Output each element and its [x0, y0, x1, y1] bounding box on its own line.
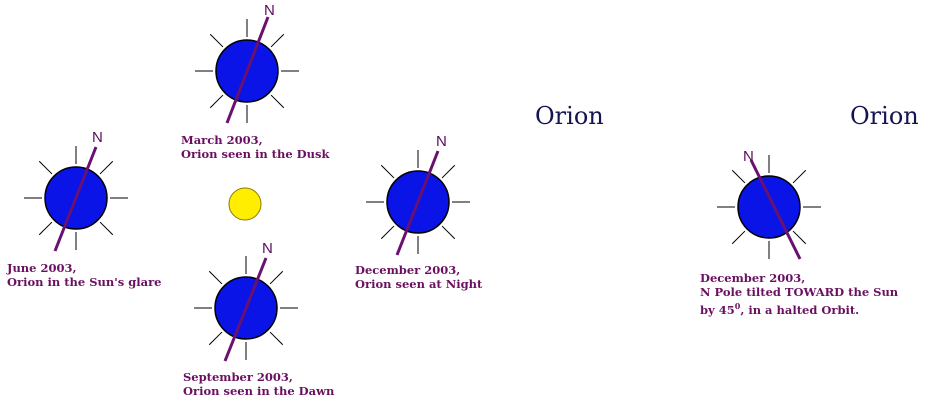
north-pole-label-december: N: [436, 133, 447, 150]
caption-september: September 2003, Orion seen in the Dawn: [183, 370, 334, 398]
sun-ray-december-halted: [731, 169, 746, 184]
sun-ray-september: [269, 331, 284, 346]
caption-march-line-2: Orion seen in the Dusk: [181, 147, 330, 161]
caption-december-line-2: Orion seen at Night: [355, 277, 483, 291]
orion-label-2: Orion: [850, 102, 919, 130]
caption-halted-by: by 45: [700, 302, 735, 317]
north-pole-label-september: N: [262, 240, 273, 257]
sun-ray-september: [269, 270, 284, 285]
sun-ray-june: [38, 221, 53, 236]
caption-halted-tail: , in a halted Orbit.: [740, 302, 860, 317]
rotation-axis-march: [225, 16, 270, 124]
sun-ray-december: [441, 164, 456, 179]
caption-march: March 2003, Orion seen in the Dusk: [181, 133, 329, 161]
sun-ray-march: [209, 94, 224, 109]
caption-halted-line-2: N Pole tilted TOWARD the Sun: [700, 285, 899, 299]
sun-ray-december-halted: [792, 169, 807, 184]
earth-december-halted: N: [717, 148, 821, 260]
caption-march-line-1: March 2003,: [181, 133, 263, 147]
earth-layer: N N N N N: [24, 2, 821, 362]
rotation-axis-december: [395, 150, 440, 256]
sun-ray-march: [209, 33, 224, 48]
rotation-axis-september: [223, 257, 268, 362]
earth-disc-december-halted: [737, 175, 801, 239]
caption-june-line-2: Orion in the Sun's glare: [7, 275, 162, 289]
sun-ray-september: [208, 270, 223, 285]
sun-ray-june: [99, 221, 114, 236]
sun-ray-march: [270, 94, 285, 109]
sun-ray-march: [270, 33, 285, 48]
earth-june: N: [24, 129, 128, 252]
caption-halted-degree: 0: [734, 301, 741, 311]
sun-ray-december-halted: [792, 230, 807, 245]
caption-halted-line-3: by 450, in a halted Orbit.: [700, 299, 898, 317]
caption-december: December 2003, Orion seen at Night: [355, 263, 482, 291]
sun-ray-december: [380, 164, 395, 179]
earth-september: N: [194, 240, 298, 362]
north-pole-label-march: N: [264, 2, 275, 19]
earth-december: N: [366, 133, 470, 256]
orion-label-1: Orion: [535, 102, 604, 130]
sun-ray-june: [38, 160, 53, 175]
caption-june-line-1: June 2003,: [7, 261, 77, 275]
caption-december-halted: December 2003, N Pole tilted TOWARD the …: [700, 271, 898, 317]
sun-ray-december-halted: [731, 230, 746, 245]
rotation-axis-december-halted: [749, 159, 802, 260]
sun-ray-september: [208, 331, 223, 346]
sun-ray-december: [380, 225, 395, 240]
rotation-axis-june: [53, 146, 98, 252]
caption-december-line-1: December 2003,: [355, 263, 461, 277]
sun: [228, 187, 262, 221]
caption-june: June 2003, Orion in the Sun's glare: [7, 261, 161, 289]
north-pole-label-june: N: [92, 129, 103, 146]
north-pole-label-december-halted: N: [743, 148, 754, 165]
caption-september-line-2: Orion seen in the Dawn: [183, 384, 335, 398]
earth-march: N: [195, 2, 299, 124]
sun-ray-june: [99, 160, 114, 175]
caption-halted-line-1: December 2003,: [700, 271, 806, 285]
sun-ray-december: [441, 225, 456, 240]
caption-september-line-1: September 2003,: [183, 370, 293, 384]
